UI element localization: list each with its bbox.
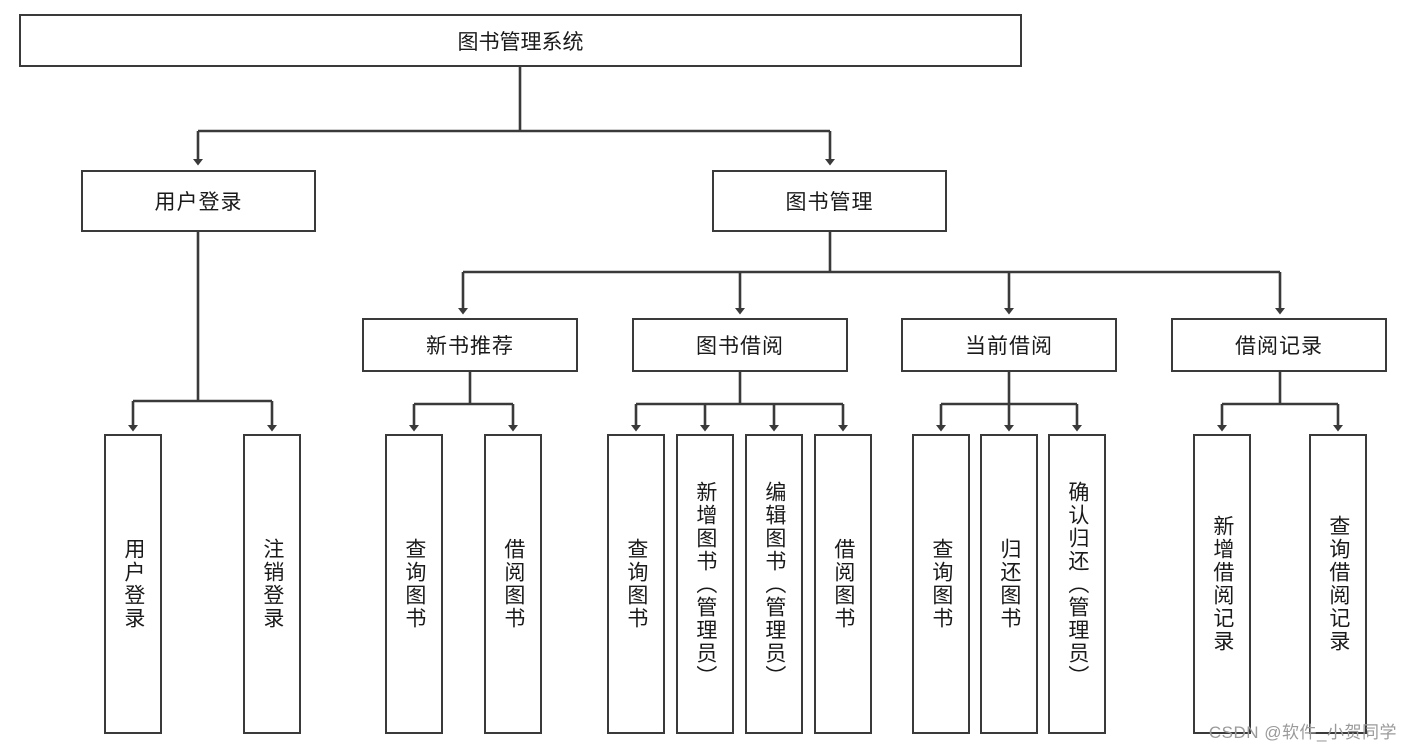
leaf-borrow-book-1-label: 借阅图书: [501, 538, 525, 630]
leaf-return-book-label: 归还图书: [997, 538, 1021, 630]
leaf-add-book[interactable]: 新增图书（管理员）: [676, 434, 734, 734]
leaf-query-book-1-label: 查询图书: [402, 538, 426, 630]
node-current-borrow-label: 当前借阅: [965, 335, 1053, 358]
leaf-user-login-label: 用户登录: [121, 538, 145, 630]
node-root[interactable]: 图书管理系统: [19, 14, 1022, 67]
node-new-book-recommend[interactable]: 新书推荐: [362, 318, 578, 372]
leaf-confirm-return-label: 确认归还（管理员）: [1065, 480, 1089, 688]
node-user-login-label: 用户登录: [154, 191, 243, 214]
leaf-add-book-label: 新增图书（管理员）: [693, 480, 717, 688]
leaf-edit-book[interactable]: 编辑图书（管理员）: [745, 434, 803, 734]
node-root-label: 图书管理系统: [457, 30, 584, 54]
leaf-return-book[interactable]: 归还图书: [980, 434, 1038, 734]
leaf-logout[interactable]: 注销登录: [243, 434, 301, 734]
node-borrow-record-label: 借阅记录: [1235, 335, 1323, 358]
leaf-query-record[interactable]: 查询借阅记录: [1309, 434, 1367, 734]
node-user-login[interactable]: 用户登录: [81, 170, 316, 232]
node-book-manage-label: 图书管理: [785, 191, 874, 214]
node-current-borrow[interactable]: 当前借阅: [901, 318, 1117, 372]
leaf-add-record[interactable]: 新增借阅记录: [1193, 434, 1251, 734]
node-new-book-recommend-label: 新书推荐: [426, 335, 514, 358]
leaf-confirm-return[interactable]: 确认归还（管理员）: [1048, 434, 1106, 734]
watermark: CSDN @软件_小贺同学: [1208, 723, 1397, 742]
leaf-user-login[interactable]: 用户登录: [104, 434, 162, 734]
leaf-query-book-3-label: 查询图书: [929, 538, 953, 630]
leaf-query-book-2-label: 查询图书: [624, 538, 648, 630]
leaf-query-record-label: 查询借阅记录: [1326, 515, 1350, 653]
node-book-borrow[interactable]: 图书借阅: [632, 318, 848, 372]
leaf-query-book-2[interactable]: 查询图书: [607, 434, 665, 734]
leaf-add-record-label: 新增借阅记录: [1210, 515, 1234, 653]
leaf-borrow-book-2[interactable]: 借阅图书: [814, 434, 872, 734]
leaf-borrow-book-1[interactable]: 借阅图书: [484, 434, 542, 734]
leaf-logout-label: 注销登录: [260, 538, 284, 630]
leaf-borrow-book-2-label: 借阅图书: [831, 538, 855, 630]
leaf-query-book-1[interactable]: 查询图书: [385, 434, 443, 734]
node-book-borrow-label: 图书借阅: [696, 335, 784, 358]
leaf-query-book-3[interactable]: 查询图书: [912, 434, 970, 734]
leaf-edit-book-label: 编辑图书（管理员）: [762, 480, 786, 688]
node-borrow-record[interactable]: 借阅记录: [1171, 318, 1387, 372]
node-book-manage[interactable]: 图书管理: [712, 170, 947, 232]
